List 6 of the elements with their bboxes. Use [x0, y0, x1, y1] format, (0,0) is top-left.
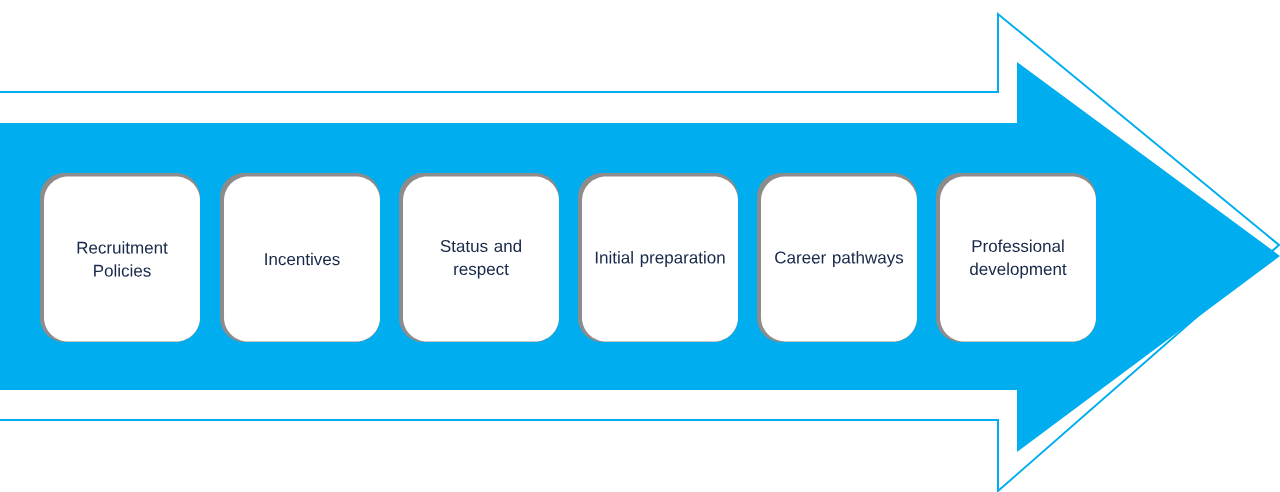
step-box: Initial preparation — [578, 173, 738, 342]
step-box: Status and respect — [399, 173, 559, 342]
step-box: Recruitment Policies — [40, 173, 200, 342]
step-box: Career pathways — [757, 173, 917, 342]
step-box: Professional development — [936, 173, 1096, 342]
step-box: Incentives — [220, 173, 380, 342]
